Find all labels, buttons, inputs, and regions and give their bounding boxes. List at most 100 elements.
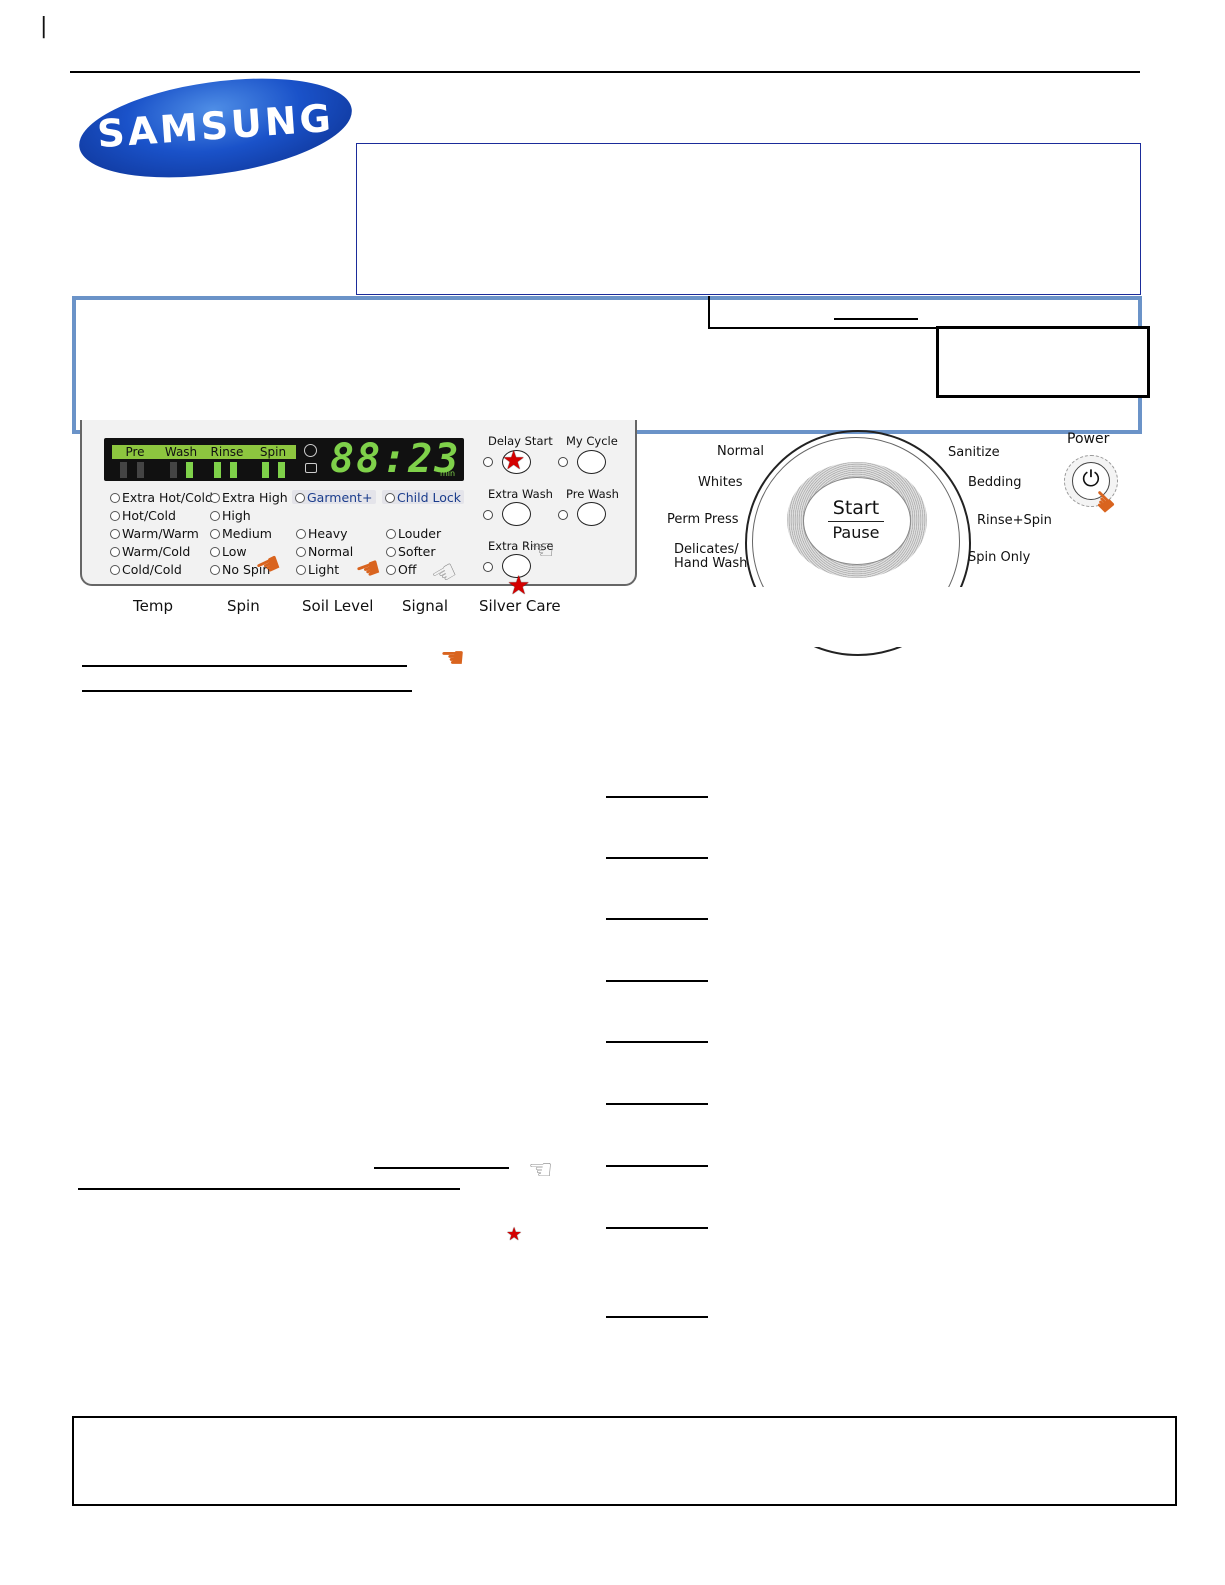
stage-tab-wash: Wash — [158, 445, 204, 459]
garment-option[interactable]: Garment+ — [295, 490, 372, 505]
time-display: 88:23 — [330, 436, 461, 482]
cycle-rinse-spin[interactable]: Rinse+Spin — [977, 513, 1052, 528]
option-led — [110, 565, 120, 575]
extra-rinse-button[interactable] — [502, 554, 531, 578]
spin-option[interactable]: Medium — [210, 526, 272, 541]
spin-option[interactable]: High — [210, 508, 251, 523]
option-highlight — [292, 490, 376, 504]
pause-label: Pause — [832, 523, 880, 542]
signal-option[interactable]: Softer — [386, 544, 436, 559]
pointing-hand-icon: ☜ — [528, 1153, 554, 1186]
power-icon[interactable]: ⏻ — [1072, 462, 1110, 500]
samsung-logo: SAMSUNG — [72, 63, 359, 193]
spin-option[interactable]: No Spin — [210, 562, 270, 577]
start-pause-divider — [828, 521, 884, 522]
spin-option[interactable]: Extra High — [210, 490, 288, 505]
temp-option[interactable]: Hot/Cold — [110, 508, 176, 523]
blank-line — [606, 1316, 708, 1318]
blank-line — [606, 1227, 708, 1229]
start-label: Start — [832, 497, 880, 519]
extra-wash-led — [483, 510, 493, 520]
option-led — [210, 493, 220, 503]
option-label: Cold/Cold — [122, 562, 182, 577]
extra-wash-button[interactable] — [502, 502, 531, 526]
progress-bar — [186, 462, 193, 478]
option-label: Garment+ — [307, 490, 373, 505]
stage-tab-rinse: Rinse — [204, 445, 250, 459]
delay-start-label: Delay Start — [488, 434, 553, 448]
pre-wash-button[interactable] — [577, 502, 606, 526]
corner-mark: | — [40, 14, 48, 39]
temp-option[interactable]: Warm/Warm — [110, 526, 199, 541]
option-led — [386, 547, 396, 557]
signal-option[interactable]: Off — [386, 562, 416, 577]
option-label: Low — [222, 544, 247, 559]
option-label: Off — [398, 562, 417, 577]
soil-option[interactable]: Normal — [296, 544, 353, 559]
lock-icon — [305, 463, 317, 473]
cycle-bedding[interactable]: Bedding — [968, 475, 1022, 490]
delay-start-led — [483, 457, 493, 467]
option-led — [110, 529, 120, 539]
cycle-spin-only[interactable]: Spin Only — [968, 550, 1031, 565]
blank-line — [606, 1041, 708, 1043]
bracket-underline — [834, 318, 918, 320]
dial-crop-mask — [640, 587, 1160, 647]
child-lock-option[interactable]: Child Lock — [385, 490, 461, 505]
cycle-sanitize[interactable]: Sanitize — [948, 445, 1000, 460]
delay-start-button[interactable] — [502, 450, 531, 474]
option-led — [110, 547, 120, 557]
cycle-whites[interactable]: Whites — [698, 475, 743, 490]
spin-column-label: Spin — [227, 597, 260, 615]
cycle-hand-wash[interactable]: Hand Wash — [674, 556, 748, 571]
header-rule — [70, 71, 1140, 73]
blank-line — [606, 796, 708, 798]
blank-line — [78, 1188, 460, 1190]
spin-option[interactable]: Low — [210, 544, 247, 559]
soil-option[interactable]: Heavy — [296, 526, 348, 541]
cycle-normal[interactable]: Normal — [717, 444, 765, 459]
my-cycle-led — [558, 457, 568, 467]
option-label: Normal — [308, 544, 354, 559]
blank-line — [606, 918, 708, 920]
blank-line — [606, 1165, 708, 1167]
blank-line — [606, 857, 708, 859]
bracket-line-h — [708, 327, 938, 329]
cycle-perm-press[interactable]: Perm Press — [667, 512, 739, 527]
temp-option[interactable]: Warm/Cold — [110, 544, 190, 559]
pointing-hand-icon: ☜ — [530, 533, 556, 566]
option-label: Warm/Warm — [122, 526, 199, 541]
option-led — [385, 493, 395, 503]
option-highlight — [382, 490, 464, 504]
temp-option[interactable]: Cold/Cold — [110, 562, 182, 577]
option-led — [210, 511, 220, 521]
star-marker-icon: ★ — [506, 1224, 523, 1245]
progress-bar — [120, 462, 127, 478]
bracket-line-v — [708, 296, 710, 328]
soil-level-column-label: Soil Level — [302, 597, 374, 615]
blank-line — [82, 690, 412, 692]
soil-option[interactable]: Light — [296, 562, 339, 577]
option-led — [296, 565, 306, 575]
pre-wash-led — [558, 510, 568, 520]
silver-care-column-label: Silver Care — [479, 597, 561, 615]
signal-column-label: Signal — [402, 597, 449, 615]
cycle-delicates[interactable]: Delicates/ — [674, 542, 739, 557]
progress-bar — [230, 462, 237, 478]
pre-wash-label: Pre Wash — [566, 487, 619, 501]
blank-line — [606, 980, 708, 982]
clock-icon — [304, 444, 317, 457]
extra-rinse-label: Extra Rinse — [488, 539, 554, 553]
signal-option[interactable]: Louder — [386, 526, 441, 541]
stage-tab-pre: Pre — [112, 445, 158, 459]
temp-option[interactable]: Extra Hot/Cold — [110, 490, 213, 505]
my-cycle-button[interactable] — [577, 450, 606, 474]
stage-tab-spin: Spin — [250, 445, 296, 459]
option-label: Softer — [398, 544, 436, 559]
option-label: Louder — [398, 526, 442, 541]
notes-box — [72, 1416, 1177, 1506]
extra-wash-label: Extra Wash — [488, 487, 553, 501]
progress-bar — [137, 462, 144, 478]
model-box — [936, 326, 1150, 398]
star-marker-icon: ★ — [507, 571, 531, 601]
